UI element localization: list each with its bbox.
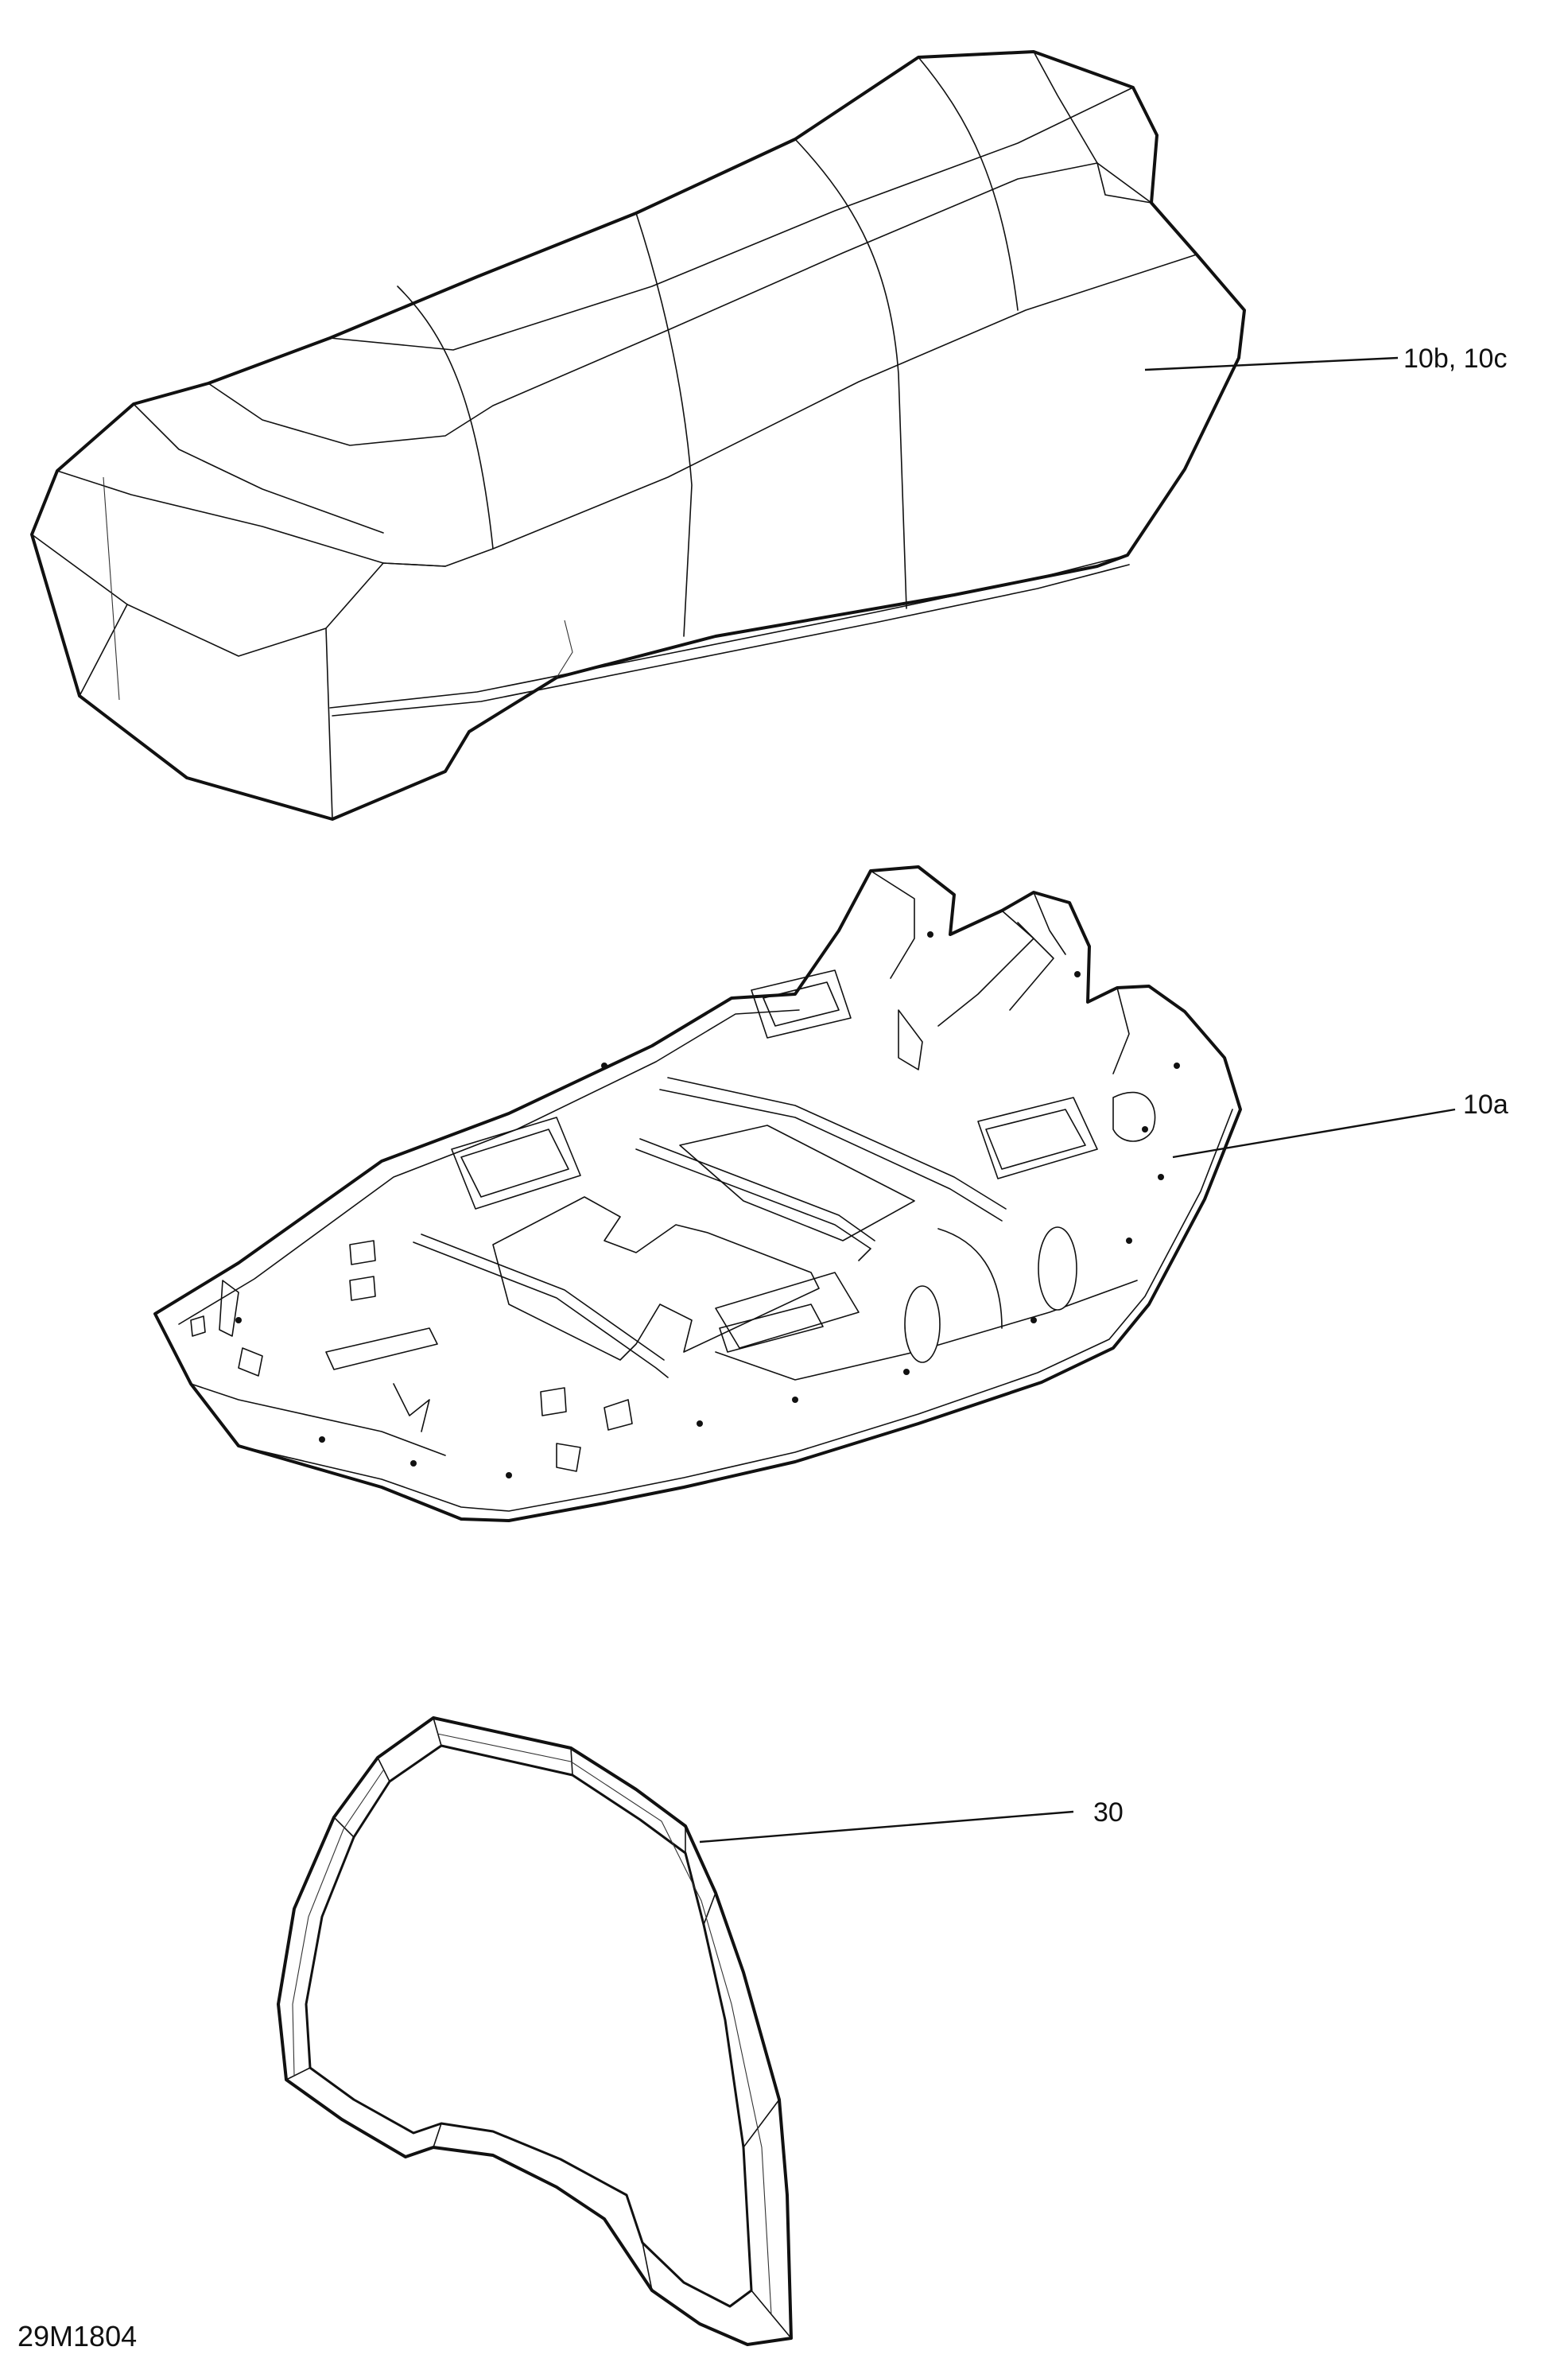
callout-label-seat-cover: 10b, 10c: [1403, 344, 1507, 374]
backrest-frame-part: [277, 1716, 793, 2346]
callout-label-seat-base: 10a: [1463, 1090, 1508, 1120]
callout-label-backrest-frame: 30: [1093, 1797, 1124, 1828]
seat-cover-part: [30, 50, 1246, 821]
seat-base-part: [153, 865, 1242, 1522]
callout-seat-cover: 10b, 10c: [1144, 344, 1507, 374]
leader-line-seat-cover: [1144, 356, 1399, 371]
callout-backrest-frame: 30: [699, 1797, 1124, 1844]
callout-seat-base: 10a: [1172, 1090, 1508, 1159]
leader-line-seat-base: [1172, 1108, 1456, 1159]
figure-id-label: 29M1804: [17, 2320, 137, 2353]
leader-line-backrest-frame: [699, 1810, 1074, 1844]
